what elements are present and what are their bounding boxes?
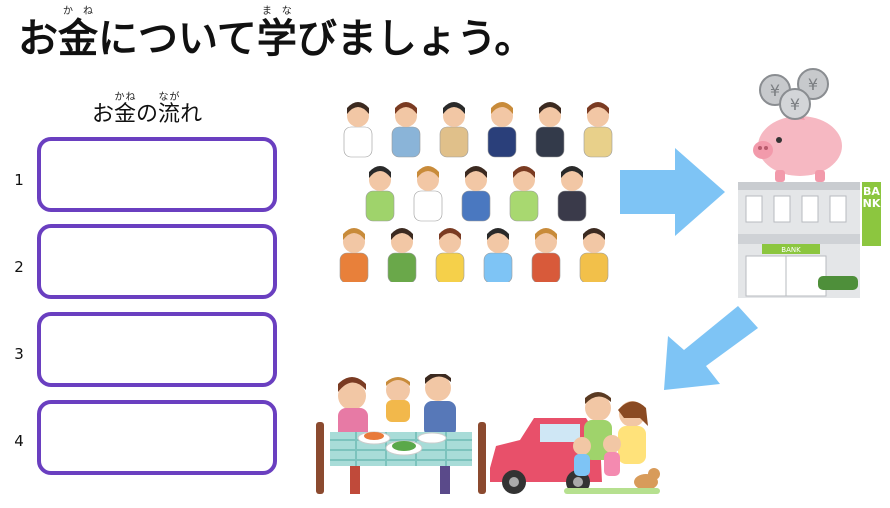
family-car-illustration (490, 392, 660, 494)
worker-figure (343, 102, 373, 158)
row-number-2: 2 (14, 258, 24, 276)
worker-figure (583, 102, 613, 158)
worker-figure (509, 166, 539, 222)
answer-box-1[interactable] (37, 137, 277, 212)
svg-text:¥: ¥ (770, 81, 780, 100)
worker-figure (579, 228, 609, 284)
worker-figure (531, 228, 561, 284)
answer-box-4[interactable] (37, 400, 277, 475)
worker-figure (339, 228, 369, 284)
workers-illustration (330, 92, 620, 284)
bank-building-illustration: BANK (738, 182, 881, 298)
row-number-1: 1 (14, 171, 24, 189)
worker-figure (413, 166, 443, 222)
bank-vertical-sign: BANK (862, 185, 881, 210)
workers-graphic (339, 102, 613, 284)
worker-figure (387, 228, 417, 284)
worker-figure (365, 166, 395, 222)
arrow-right-icon (620, 148, 725, 236)
worker-figure (483, 228, 513, 284)
svg-text:¥: ¥ (808, 75, 818, 94)
section-heading: お金かねの流ながれ (92, 92, 203, 127)
worker-figure (557, 166, 587, 222)
answer-box-3[interactable] (37, 312, 277, 387)
arrow-down-left-icon (664, 306, 758, 390)
worker-figure (461, 166, 491, 222)
svg-text:¥: ¥ (790, 95, 800, 114)
piggy-bank-coins-illustration: ¥ ¥ ¥ (753, 68, 842, 182)
page-title: お金かねについて学まなびましょう。 (18, 6, 535, 62)
answer-box-2[interactable] (37, 224, 277, 299)
family-dinner-illustration (316, 374, 486, 494)
worker-figure (435, 228, 465, 284)
row-number-4: 4 (14, 432, 24, 450)
row-number-3: 3 (14, 345, 24, 363)
worker-figure (487, 102, 517, 158)
worker-figure (439, 102, 469, 158)
worker-figure (535, 102, 565, 158)
bank-front-sign: BANK (781, 246, 801, 254)
worker-figure (391, 102, 421, 158)
